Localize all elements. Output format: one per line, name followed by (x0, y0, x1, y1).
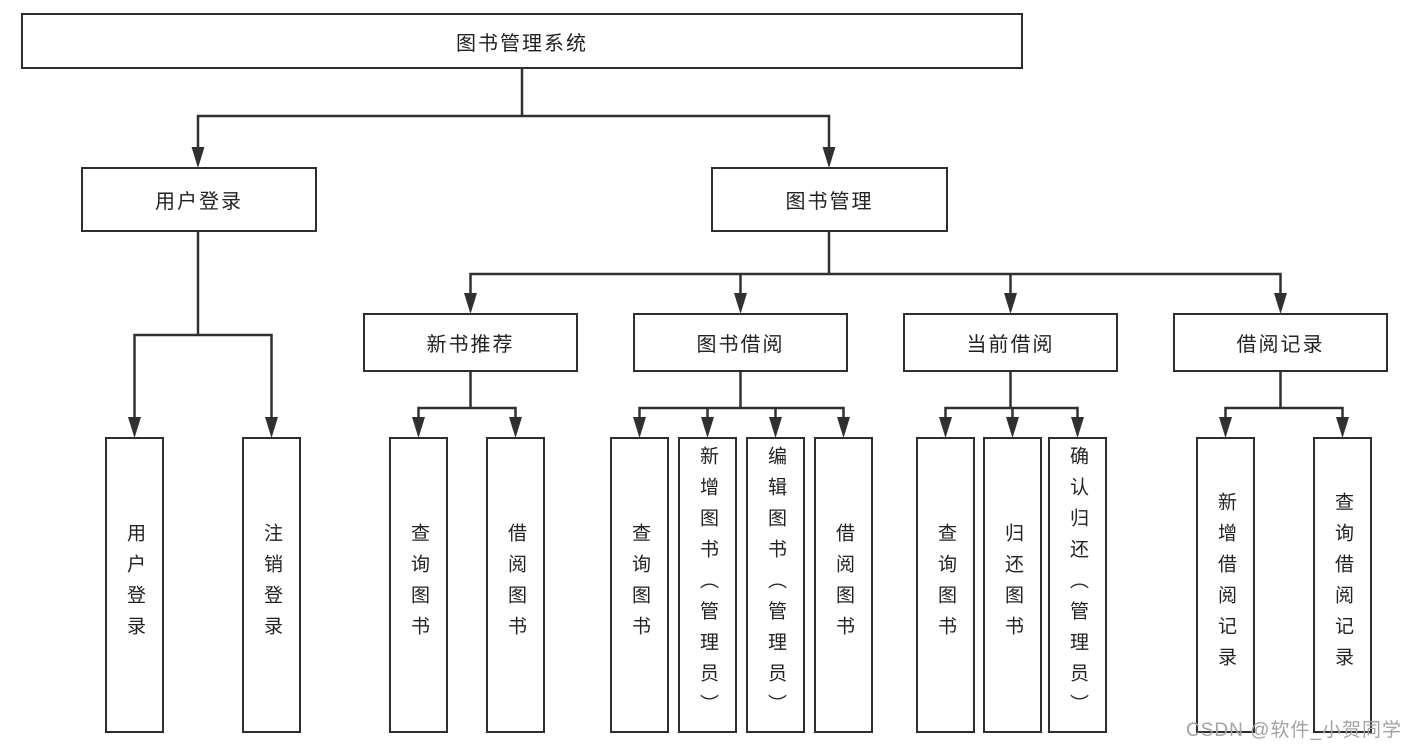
leaf-borrowing-add-book-admin: 新增图书（管理员） (678, 437, 737, 733)
connector-root-to-level2 (196, 67, 831, 151)
node-borrowing-records-label: 借阅记录 (1236, 334, 1325, 356)
node-current-borrowing-label: 当前借阅 (966, 334, 1055, 356)
arrowhead-current-query (939, 417, 952, 438)
connector-current-to-leaves (944, 370, 1079, 421)
leaf-current-return-books: 归还图书 (983, 437, 1042, 733)
node-root-label: 图书管理系统 (456, 32, 588, 55)
arrowhead-new-book-recommend (464, 293, 477, 314)
connector-book-management-to-level3 (469, 230, 1282, 297)
leaf-logout: 注销登录 (242, 437, 301, 733)
node-user-login: 用户登录 (81, 167, 317, 232)
node-borrowing-records: 借阅记录 (1173, 313, 1388, 372)
arrowhead-book-management (822, 147, 836, 168)
leaf-borrowing-edit-book-admin-label: 编辑图书（管理员） (765, 445, 786, 725)
leaf-user-login-label: 用户登录 (124, 523, 145, 647)
node-book-borrowing: 图书借阅 (633, 313, 848, 372)
leaf-recommend-query-books-label: 查询图书 (408, 523, 429, 647)
leaf-logout-label: 注销登录 (261, 523, 282, 647)
leaf-recommend-borrow-books: 借阅图书 (486, 437, 545, 733)
leaf-borrowing-query-books: 查询图书 (610, 437, 669, 733)
leaf-borrowing-query-books-label: 查询图书 (629, 523, 650, 647)
arrowhead-leaf-logout (265, 417, 278, 438)
leaf-records-query-borrow-record-label: 查询借阅记录 (1332, 492, 1353, 678)
node-book-borrowing-label: 图书借阅 (696, 334, 785, 356)
leaf-current-confirm-return-admin: 确认归还（管理员） (1048, 437, 1107, 733)
arrowhead-borrowing-borrow (837, 417, 850, 438)
leaf-borrowing-borrow-books-label: 借阅图书 (833, 523, 854, 647)
leaf-current-return-books-label: 归还图书 (1002, 523, 1023, 647)
arrowhead-borrowing-add (701, 417, 714, 438)
node-new-book-recommend-label: 新书推荐 (426, 334, 515, 356)
arrowhead-records-add (1219, 417, 1232, 438)
leaf-records-add-borrow-record-label: 新增借阅记录 (1215, 492, 1236, 678)
leaf-borrowing-edit-book-admin: 编辑图书（管理员） (746, 437, 805, 733)
leaf-borrowing-borrow-books: 借阅图书 (814, 437, 873, 733)
node-root: 图书管理系统 (21, 13, 1023, 69)
leaf-recommend-borrow-books-label: 借阅图书 (505, 523, 526, 647)
leaf-borrowing-add-book-admin-label: 新增图书（管理员） (697, 445, 718, 725)
arrowhead-recommend-query (412, 417, 425, 438)
arrowhead-current-return (1006, 417, 1019, 438)
arrowhead-book-borrowing (734, 293, 747, 314)
leaf-user-login: 用户登录 (105, 437, 164, 733)
arrowhead-leaf-user-login (128, 417, 141, 438)
arrowhead-records-query (1336, 417, 1349, 438)
arrowhead-current-confirm (1071, 417, 1084, 438)
leaf-recommend-query-books: 查询图书 (389, 437, 448, 733)
leaf-records-query-borrow-record: 查询借阅记录 (1313, 437, 1372, 733)
arrowhead-borrowing-records (1274, 293, 1287, 314)
csdn-watermark: CSDN @软件_小贺同学 (1186, 720, 1402, 741)
arrowhead-current-borrowing (1004, 293, 1017, 314)
arrowhead-borrowing-query (633, 417, 646, 438)
connector-records-to-leaves (1224, 370, 1344, 421)
node-book-management: 图书管理 (711, 167, 948, 232)
node-user-login-label: 用户登录 (155, 191, 243, 213)
leaf-records-add-borrow-record: 新增借阅记录 (1196, 437, 1255, 733)
arrowhead-borrowing-edit (769, 417, 782, 438)
connector-user-login-to-leaves (133, 230, 273, 421)
connector-borrowing-to-leaves (638, 370, 845, 421)
arrowhead-user-login (191, 147, 205, 168)
node-new-book-recommend: 新书推荐 (363, 313, 578, 372)
node-book-management-label: 图书管理 (785, 191, 874, 213)
leaf-current-confirm-return-admin-label: 确认归还（管理员） (1067, 445, 1088, 725)
node-current-borrowing: 当前借阅 (903, 313, 1118, 372)
arrowhead-recommend-borrow (509, 417, 522, 438)
connector-recommend-to-leaves (417, 370, 517, 421)
leaf-current-query-books-label: 查询图书 (935, 523, 956, 647)
leaf-current-query-books: 查询图书 (916, 437, 975, 733)
